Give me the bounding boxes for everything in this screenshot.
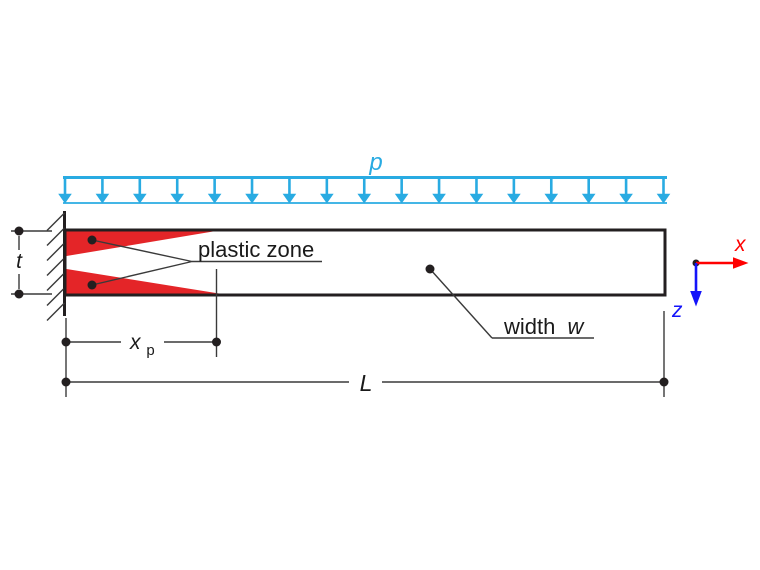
load-arrowhead-icon [507,193,521,204]
x-axis-label: x [734,233,747,256]
x-axis-arrowhead-icon [733,257,749,269]
xp-variable: x [129,331,142,354]
thickness-dimension: t [11,226,52,299]
plastic-zone-top [66,231,213,256]
beam [63,228,667,297]
support-hatch-line [46,212,65,231]
fixed-support [46,211,66,321]
support-hatch-line [46,242,65,261]
load-arrowhead-icon [95,193,110,204]
load-label: p [368,149,382,176]
width-callout: width w [425,264,594,339]
width-word: width [503,314,555,339]
load-arrowhead-icon [581,193,596,204]
support-hatch-line [46,287,65,306]
xp-label: x p [129,331,155,359]
t-dot-top [14,226,24,236]
l-dot-right [659,377,669,387]
xp-subscript: p [146,342,154,359]
load-arrows [58,179,671,204]
load-arrowhead-icon [469,193,484,204]
support-hatch-line [46,302,65,321]
z-axis-arrowhead-icon [690,291,702,307]
width-leader-dot [425,264,435,274]
load-arrowhead-icon [170,193,185,204]
t-dot-bottom [14,289,24,299]
load-arrowhead-icon [207,193,222,204]
load-arrowhead-icon [544,193,559,204]
load-arrowhead-icon [133,193,147,204]
t-label: t [16,250,23,273]
load-arrowhead-icon [394,193,409,204]
load-arrowhead-icon [282,193,297,204]
width-leader [429,268,493,339]
z-axis-label: z [671,299,683,322]
plastic-leader-bottom [91,260,193,286]
support-hatch-line [46,257,65,276]
l-dot-left [61,377,71,387]
load-arrowhead-icon [619,193,633,204]
support-hatch-line [46,272,65,291]
plastic-zone-bottom [66,269,219,294]
width-label: width w [503,314,585,339]
plastic-zone-callout: plastic zone [87,235,322,290]
xp-dot-left [61,337,71,347]
width-variable: w [567,314,585,339]
distributed-load: p [58,149,671,204]
load-arrowhead-icon [58,193,72,204]
support-hatch-line [46,227,65,246]
plastic-leader-dot-top [87,235,97,245]
plastic-leader-dot-bottom [87,280,97,290]
load-arrowhead-icon [656,193,671,204]
length-label: L [360,370,373,396]
plastic-zone-label: plastic zone [198,237,314,262]
plastic-leader-top [91,239,193,263]
load-arrowhead-icon [432,193,446,204]
length-dimension: L [61,311,669,397]
xp-dot-right [212,337,221,347]
load-arrowhead-icon [320,193,334,204]
load-arrowhead-icon [357,193,372,204]
support-hatches [46,212,65,321]
load-arrowhead-icon [245,193,259,204]
coordinate-system: x z [671,233,749,322]
beam-outline [63,228,667,297]
